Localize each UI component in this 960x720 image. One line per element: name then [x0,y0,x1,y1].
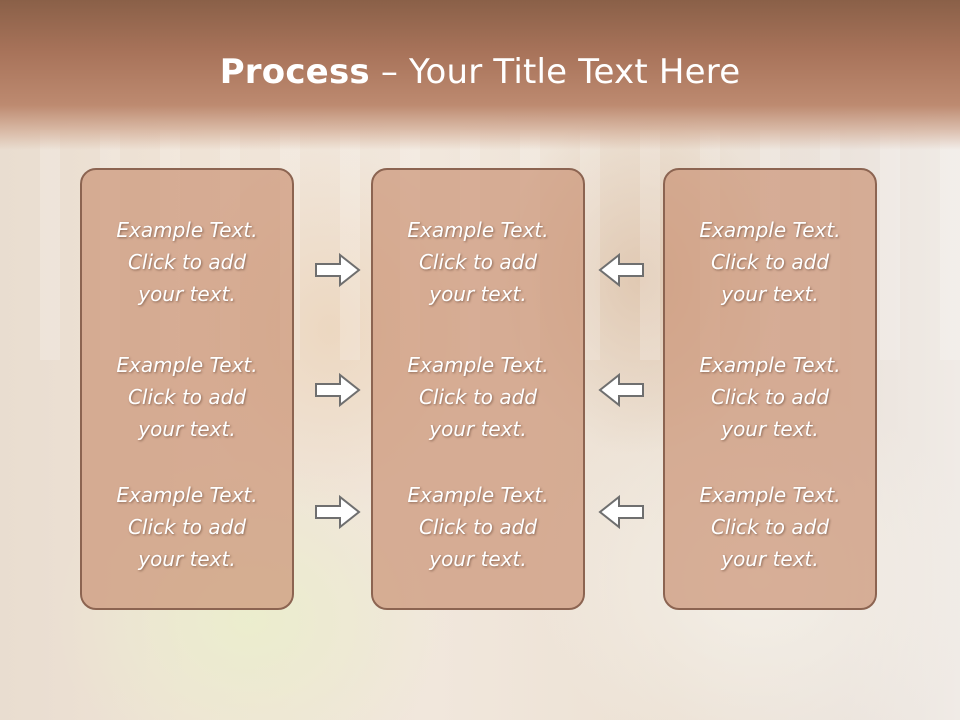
process-box-right[interactable]: Example Text. Click to add your text. Ex… [663,168,877,610]
left-arrow-icon[interactable] [597,372,645,408]
text-placeholder[interactable]: Example Text. Click to add your text. [373,214,583,310]
title-bar [0,0,960,150]
slide-title-rest: – Your Title Text Here [369,52,741,92]
text-line: your text. [429,417,527,441]
text-line: Example Text. [116,218,258,242]
slide-title[interactable]: Process – Your Title Text Here [0,52,960,102]
process-box-left[interactable]: Example Text. Click to add your text. Ex… [80,168,294,610]
text-placeholder[interactable]: Example Text. Click to add your text. [373,479,583,575]
text-placeholder[interactable]: Example Text. Click to add your text. [665,479,875,575]
right-arrow-icon[interactable] [314,372,362,408]
text-line: Click to add [127,385,247,409]
left-arrow-icon[interactable] [597,252,645,288]
text-line: your text. [138,282,236,306]
left-arrow-icon[interactable] [597,494,645,530]
text-line: Example Text. [407,483,549,507]
text-line: Example Text. [407,218,549,242]
text-line: your text. [721,547,819,571]
text-line: your text. [721,282,819,306]
text-line: Example Text. [699,353,841,377]
text-line: Click to add [127,515,247,539]
text-placeholder[interactable]: Example Text. Click to add your text. [665,349,875,445]
text-line: Example Text. [116,353,258,377]
text-line: your text. [721,417,819,441]
text-placeholder[interactable]: Example Text. Click to add your text. [82,349,292,445]
text-line: Example Text. [699,483,841,507]
process-box-middle[interactable]: Example Text. Click to add your text. Ex… [371,168,585,610]
text-placeholder[interactable]: Example Text. Click to add your text. [665,214,875,310]
text-line: your text. [138,417,236,441]
text-placeholder[interactable]: Example Text. Click to add your text. [373,349,583,445]
text-line: your text. [429,547,527,571]
text-placeholder[interactable]: Example Text. Click to add your text. [82,479,292,575]
text-line: Example Text. [407,353,549,377]
text-line: Click to add [710,385,830,409]
text-line: Example Text. [699,218,841,242]
text-line: your text. [429,282,527,306]
right-arrow-icon[interactable] [314,252,362,288]
text-line: Click to add [418,515,538,539]
text-line: Click to add [710,515,830,539]
text-line: Example Text. [116,483,258,507]
right-arrow-icon[interactable] [314,494,362,530]
text-line: Click to add [418,385,538,409]
slide-title-bold: Process [219,52,370,92]
text-line: Click to add [710,250,830,274]
text-placeholder[interactable]: Example Text. Click to add your text. [82,214,292,310]
text-line: Click to add [418,250,538,274]
text-line: your text. [138,547,236,571]
text-line: Click to add [127,250,247,274]
